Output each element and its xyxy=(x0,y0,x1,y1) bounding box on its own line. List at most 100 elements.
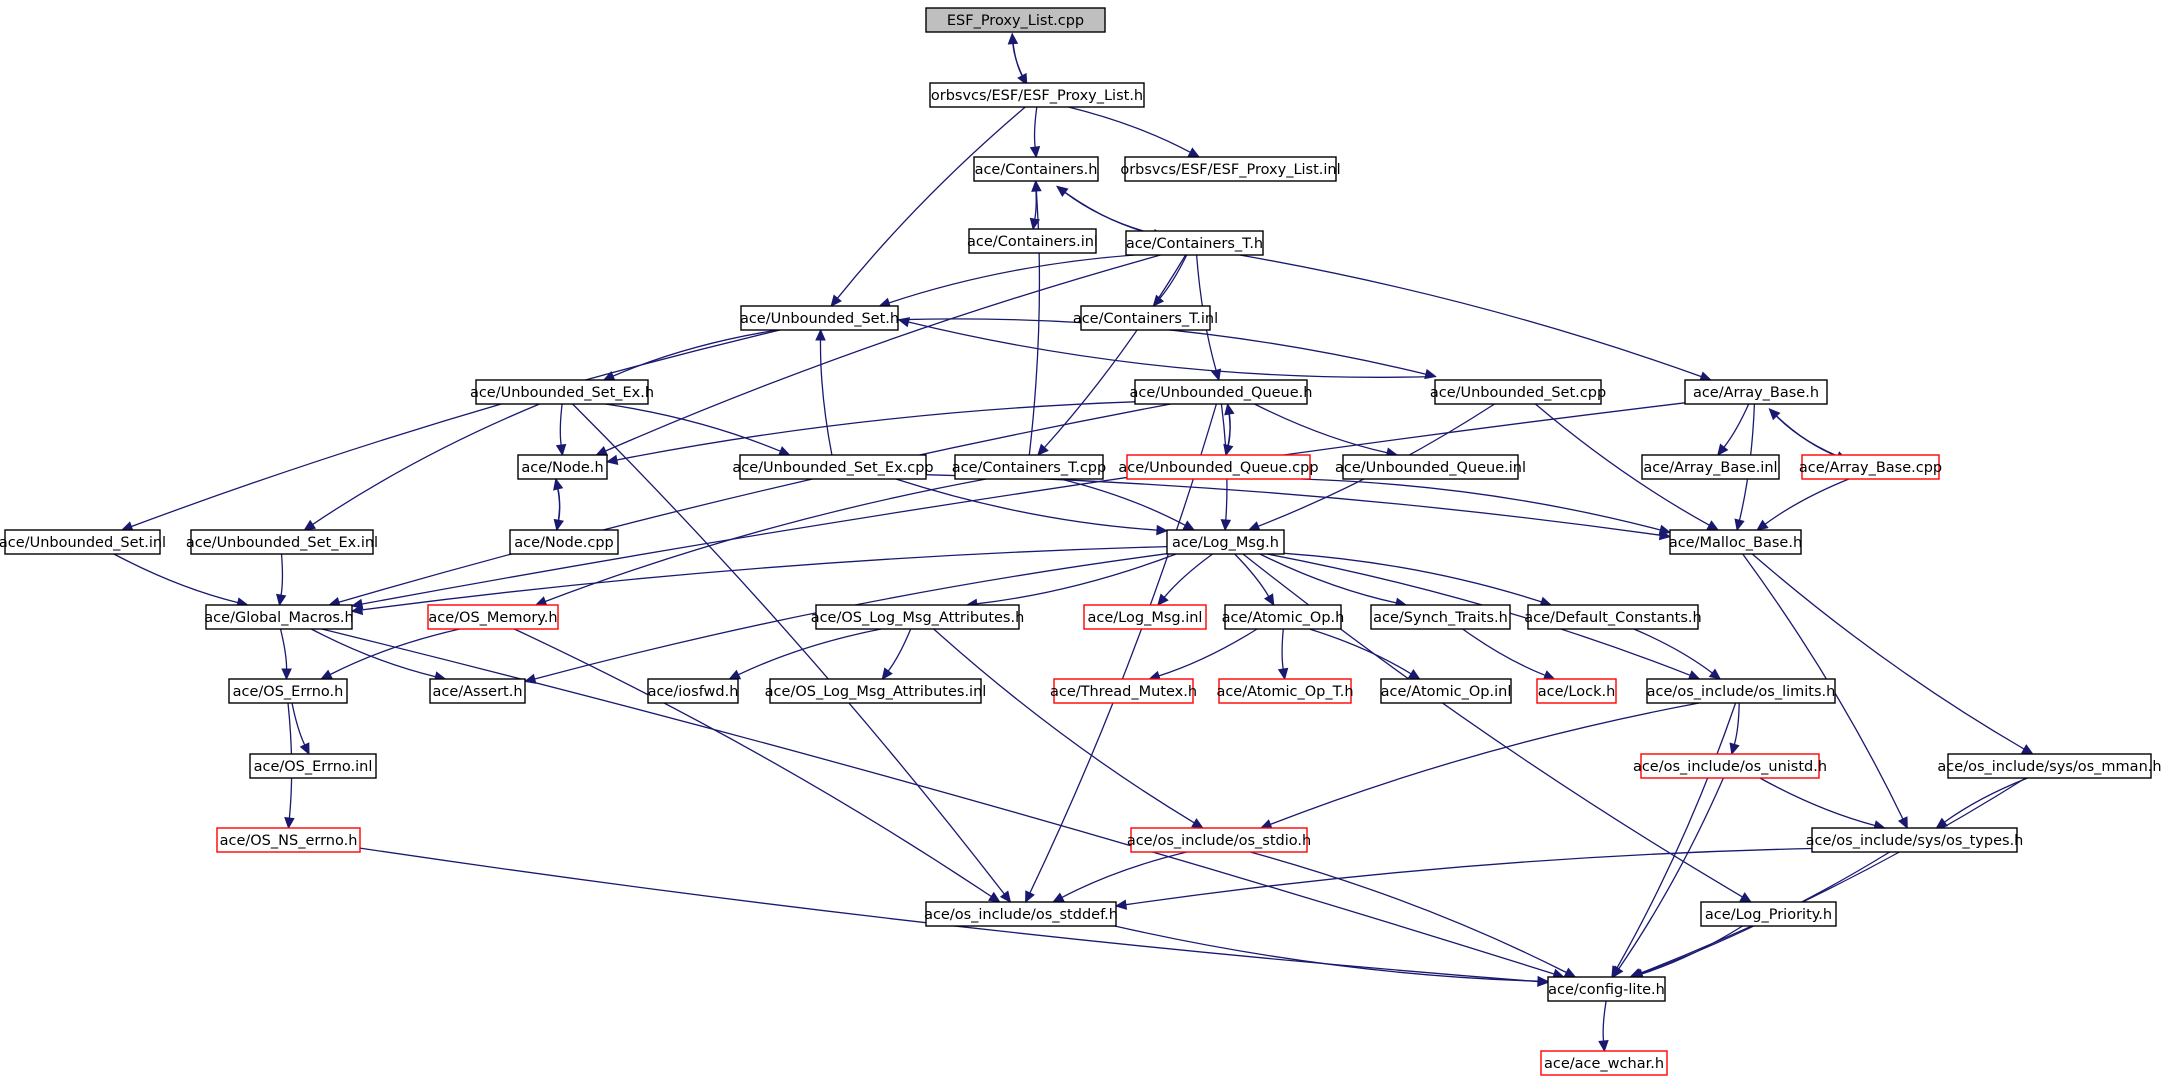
node-box xyxy=(954,454,1104,480)
node-ace-log-msg-h[interactable]: ace/Log_Msg.h xyxy=(1166,529,1285,555)
node-ace-unbounded-set-ex-inl[interactable]: ace/Unbounded_Set_Ex.inl xyxy=(186,529,378,555)
node-ace-default-constants-h[interactable]: ace/Default_Constants.h xyxy=(1524,604,1702,630)
node-label: ace/Synch_Traits.h xyxy=(1373,610,1508,626)
node-ace-ace-wchar-h[interactable]: ace/ace_wchar.h xyxy=(1540,1050,1668,1076)
node-ace-unbounded-set-ex-cpp[interactable]: ace/Unbounded_Set_Ex.cpp xyxy=(732,454,934,480)
node-box xyxy=(1684,379,1828,405)
edge-n15-to-n23 xyxy=(1301,478,1672,535)
node-label: ace/os_include/os_stddef.h xyxy=(924,907,1118,923)
edge-arrowhead xyxy=(1025,890,1035,904)
edge-n41-to-n45 xyxy=(1759,777,1886,831)
node-ace-array-base-inl[interactable]: ace/Array_Base.inl xyxy=(1641,454,1780,480)
node-ace-containers-t-h[interactable]: ace/Containers_T.h xyxy=(1125,230,1264,256)
edge-n25-to-n46 xyxy=(514,628,1001,903)
nodes-layer: ESF_Proxy_List.cpp orbsvcs/ESF/ESF_Proxy_… xyxy=(0,7,2161,1076)
node-ace-os-include-os-limits-h[interactable]: ace/os_include/os_limits.h xyxy=(1646,678,1836,704)
edge-arrowhead xyxy=(299,742,310,756)
edge-line xyxy=(1602,1000,1607,1042)
node-box xyxy=(228,678,348,704)
edge-arrowhead xyxy=(1277,667,1289,681)
node-box xyxy=(739,454,927,480)
node-ace-containers-h[interactable]: ace/Containers.h xyxy=(973,156,1099,182)
edge-line xyxy=(1061,851,1188,898)
edge-arrowhead xyxy=(987,891,1001,903)
node-ace-unbounded-set-h[interactable]: ace/Unbounded_Set.h xyxy=(740,305,899,331)
node-ace-containers-t-inl[interactable]: ace/Containers_T.inl xyxy=(1073,305,1218,331)
node-box xyxy=(1124,156,1337,182)
edge-line xyxy=(1618,777,1724,970)
node-box xyxy=(1527,604,1699,630)
node-label: ace/Unbounded_Set_Ex.inl xyxy=(186,535,378,551)
edge-n8-to-n46 xyxy=(572,403,1012,903)
node-ace-os-include-os-stddef-h[interactable]: ace/os_include/os_stddef.h xyxy=(924,901,1118,927)
edge-n1-to-n6 xyxy=(830,106,1026,307)
node-ace-unbounded-queue-inl[interactable]: ace/Unbounded_Queue.inl xyxy=(1335,454,1526,480)
node-ace-array-base-h[interactable]: ace/Array_Base.h xyxy=(1684,379,1828,405)
node-ace-os-errno-inl[interactable]: ace/OS_Errno.inl xyxy=(249,753,377,779)
node-ace-unbounded-set-cpp[interactable]: ace/Unbounded_Set.cpp xyxy=(1430,379,1606,405)
node-box xyxy=(216,827,361,853)
node-box xyxy=(929,82,1145,108)
node-ace-containers-t-cpp[interactable]: ace/Containers_T.cpp xyxy=(952,454,1106,480)
edge-n42-to-n45 xyxy=(1935,777,2028,829)
node-ace-os-log-msg-attributes-inl[interactable]: ace/OS_Log_Msg_Attributes.inl xyxy=(765,678,987,704)
edge-line xyxy=(908,321,1436,378)
node-ace-os-include-os-stdio-h[interactable]: ace/os_include/os_stdio.h xyxy=(1127,827,1311,853)
node-orbsvcs-esf-esf-proxy-list-h[interactable]: orbsvcs/ESF/ESF_Proxy_List.h xyxy=(929,82,1145,108)
edge-n39-to-n41 xyxy=(1729,702,1740,756)
node-ace-os-include-sys-os-mman-h[interactable]: ace/os_include/sys/os_mman.h xyxy=(1937,753,2161,779)
node-label: ace/Containers_T.inl xyxy=(1073,311,1218,327)
node-ace-unbounded-queue-h[interactable]: ace/Unbounded_Queue.h xyxy=(1130,379,1313,405)
node-ace-global-macros-h[interactable]: ace/Global_Macros.h xyxy=(204,604,354,630)
edge-line xyxy=(1462,628,1546,676)
node-ace-config-lite-h[interactable]: ace/config-lite.h xyxy=(1547,976,1666,1002)
node-ace-assert-h[interactable]: ace/Assert.h xyxy=(429,678,526,704)
node-ace-malloc-base-h[interactable]: ace/Malloc_Base.h xyxy=(1669,529,1802,555)
edge-arrowhead xyxy=(1598,1040,1609,1053)
node-ace-array-base-cpp[interactable]: ace/Array_Base.cpp xyxy=(1799,454,1942,480)
edge-line xyxy=(544,478,987,603)
node-label: ace/OS_NS_errno.h xyxy=(220,833,358,849)
edge-line xyxy=(1309,628,1412,675)
node-label: ace/os_include/sys/os_types.h xyxy=(1806,833,2024,849)
edge-arrowhead xyxy=(320,669,333,680)
node-ace-node-h[interactable]: ace/Node.h xyxy=(517,454,608,480)
node-ace-synch-traits-h[interactable]: ace/Synch_Traits.h xyxy=(1370,604,1511,630)
node-box xyxy=(1130,827,1308,853)
node-ace-os-include-sys-os-types-h[interactable]: ace/os_include/sys/os_types.h xyxy=(1806,827,2024,853)
node-ace-iosfwd-h[interactable]: ace/iosfwd.h xyxy=(647,678,739,704)
node-ace-log-msg-inl[interactable]: ace/Log_Msg.inl xyxy=(1083,604,1207,630)
node-box xyxy=(1126,454,1311,480)
edge-arrowhead xyxy=(281,668,292,681)
node-ace-os-errno-h[interactable]: ace/OS_Errno.h xyxy=(228,678,348,704)
edge-arrowhead xyxy=(1029,217,1041,231)
node-orbsvcs-esf-esf-proxy-list-inl[interactable]: orbsvcs/ESF/ESF_Proxy_List.inl xyxy=(1120,156,1341,182)
node-ace-unbounded-queue-cpp[interactable]: ace/Unbounded_Queue.cpp xyxy=(1118,454,1319,480)
edge-n24-to-n31 xyxy=(279,628,292,681)
node-ace-atomic-op-h[interactable]: ace/Atomic_Op.h xyxy=(1222,604,1345,630)
node-ace-atomic-op-t-h[interactable]: ace/Atomic_Op_T.h xyxy=(1216,678,1354,704)
edge-arrowhead xyxy=(1739,892,1753,903)
node-ace-os-memory-h[interactable]: ace/OS_Memory.h xyxy=(427,604,559,630)
edge-line xyxy=(888,254,1135,304)
edge-n23-to-n42 xyxy=(1751,553,2034,755)
edge-arrowhead xyxy=(1708,668,1722,680)
node-ace-atomic-op-inl[interactable]: ace/Atomic_Op.inl xyxy=(1380,678,1512,704)
node-ace-containers-inl[interactable]: ace/Containers.inl xyxy=(967,228,1098,254)
edge-n1-to-n2 xyxy=(1029,106,1041,159)
node-ace-unbounded-set-inl[interactable]: ace/Unbounded_Set.inl xyxy=(0,529,166,555)
node-ace-node-cpp[interactable]: ace/Node.cpp xyxy=(509,529,619,555)
node-ace-thread-mutex-h[interactable]: ace/Thread_Mutex.h xyxy=(1050,678,1197,704)
edge-arrowhead xyxy=(999,890,1012,903)
node-ace-log-priority-h[interactable]: ace/Log_Priority.h xyxy=(1700,901,1837,927)
node-ace-os-include-os-unistd-h[interactable]: ace/os_include/os_unistd.h xyxy=(1633,753,1827,779)
node-ace-lock-h[interactable]: ace/Lock.h xyxy=(1536,678,1617,704)
node-ace-unbounded-set-ex-h[interactable]: ace/Unbounded_Set_Ex.h xyxy=(470,379,654,405)
node-ace-os-log-msg-attributes-h[interactable]: ace/OS_Log_Msg_Attributes.h xyxy=(811,604,1025,630)
edge-n13-to-n22 xyxy=(895,478,1169,536)
edge-arrowhead xyxy=(1191,818,1204,829)
node-esf-proxy-list-cpp[interactable]: ESF_Proxy_List.cpp xyxy=(925,7,1106,33)
node-ace-os-ns-errno-h[interactable]: ace/OS_NS_errno.h xyxy=(216,827,361,853)
edge-line xyxy=(556,488,561,531)
